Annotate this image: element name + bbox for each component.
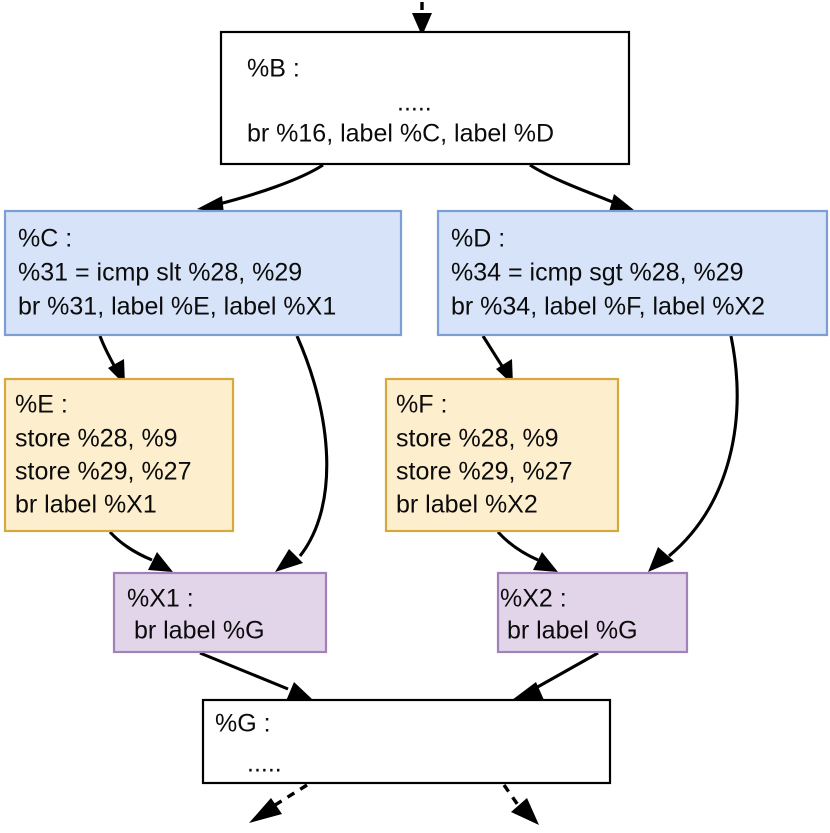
- node-G-box[interactable]: [201, 698, 612, 785]
- node-G[interactable]: %G : .....: [201, 698, 612, 785]
- node-C-line-2: br %31, label %E, label %X1: [18, 293, 336, 321]
- edge-entry-to-B-arrowhead: [412, 13, 432, 36]
- node-C-line-1: %31 = icmp slt %28, %29: [18, 259, 302, 287]
- edge-B-to-C-arrowhead: [197, 196, 224, 214]
- node-D[interactable]: %D : %34 = icmp sgt %28, %29 br %34, lab…: [436, 209, 829, 337]
- edge-X1-to-G-line: [199, 651, 289, 691]
- edge-G-to-exit-left-arrowhead: [249, 798, 282, 823]
- node-E-box[interactable]: [3, 377, 235, 533]
- edge-D-to-F-line: [481, 335, 506, 370]
- edge-E-to-X1-line: [108, 530, 153, 562]
- node-C-line-0: %C :: [18, 225, 72, 253]
- edge-X1-to-G: [199, 651, 312, 701]
- node-X2-line-1: br label %G: [500, 617, 638, 645]
- edge-D-to-X2-arrowhead: [648, 547, 674, 572]
- node-B[interactable]: %B : ..... br %16, label %C, label %D: [219, 30, 631, 166]
- node-C[interactable]: %C : %31 = icmp slt %28, %29 br %31, lab…: [3, 209, 403, 337]
- edge-E-to-X1-arrowhead: [148, 552, 173, 572]
- edge-D-to-F: [481, 335, 513, 385]
- edge-C-to-E-line: [98, 335, 118, 370]
- node-D-box[interactable]: [436, 209, 829, 337]
- node-E-line-2: store %29, %27: [15, 458, 192, 486]
- node-X2-line-0: %X2 :: [500, 585, 567, 613]
- edge-D-to-X2: [648, 335, 739, 572]
- node-D-line-1: %34 = icmp sgt %28, %29: [451, 259, 744, 287]
- node-F-box[interactable]: [384, 377, 620, 533]
- edge-G-to-exit-left-line: [271, 783, 308, 809]
- node-B-line-1: .....: [397, 89, 432, 117]
- node-F-line-2: store %29, %27: [396, 458, 573, 486]
- edge-X2-to-G-line: [533, 651, 599, 691]
- edge-F-to-X2-line: [496, 530, 539, 562]
- node-B-box[interactable]: [219, 30, 631, 166]
- edge-C-to-E: [98, 335, 125, 385]
- node-D-line-0: %D :: [451, 225, 505, 253]
- node-X1-line-0: %X1 :: [127, 585, 194, 613]
- edge-F-to-X2: [496, 530, 558, 572]
- node-C-box[interactable]: [3, 209, 403, 337]
- edge-X2-to-G: [512, 651, 599, 700]
- node-X1[interactable]: %X1 : br label %G: [112, 571, 328, 654]
- node-E-line-3: br label %X1: [15, 491, 157, 519]
- node-F-line-1: store %28, %9: [396, 425, 559, 453]
- edge-B-to-D: [529, 163, 634, 212]
- edge-G-to-exit-right: [502, 784, 539, 825]
- node-X1-box[interactable]: [112, 571, 328, 654]
- node-E-line-0: %E :: [15, 391, 68, 419]
- node-X1-line-1: br label %G: [127, 617, 265, 645]
- node-E[interactable]: %E : store %28, %9 store %29, %27 br lab…: [3, 377, 235, 533]
- node-F-line-3: br label %X2: [396, 491, 538, 519]
- edge-G-to-exit-left: [249, 783, 308, 823]
- edge-X2-to-G-arrowhead: [512, 682, 544, 700]
- edge-C-to-X1-line: [295, 335, 329, 557]
- edge-D-to-X2-line: [668, 335, 739, 558]
- node-X2-box[interactable]: [496, 571, 689, 654]
- edge-B-to-D-line: [529, 163, 616, 205]
- edge-C-to-X1: [275, 335, 329, 572]
- edge-E-to-X1: [108, 530, 173, 572]
- node-F-line-0: %F :: [396, 391, 447, 419]
- edge-G-to-exit-right-line: [502, 784, 520, 806]
- node-X2[interactable]: %X2 : br label %G: [496, 571, 689, 654]
- edge-B-to-D-arrowhead: [609, 194, 634, 212]
- edge-B-to-C: [197, 163, 324, 214]
- node-E-line-1: store %28, %9: [15, 425, 178, 453]
- node-D-line-2: br %34, label %F, label %X2: [451, 293, 765, 321]
- edge-F-to-X2-arrowhead: [533, 552, 558, 572]
- edge-entry-to-B: [412, 2, 432, 36]
- node-G-line-0: %G :: [215, 710, 271, 738]
- node-B-line-0: %B :: [247, 55, 300, 83]
- edge-G-to-exit-right-arrowhead: [511, 798, 539, 825]
- node-B-line-2: br %16, label %C, label %D: [247, 120, 554, 148]
- edge-X1-to-G-arrowhead: [286, 682, 312, 701]
- node-G-line-1: .....: [247, 750, 282, 778]
- node-F[interactable]: %F : store %28, %9 store %29, %27 br lab…: [384, 377, 620, 533]
- edge-B-to-C-line: [214, 163, 324, 207]
- edge-C-to-X1-arrowhead: [275, 549, 303, 572]
